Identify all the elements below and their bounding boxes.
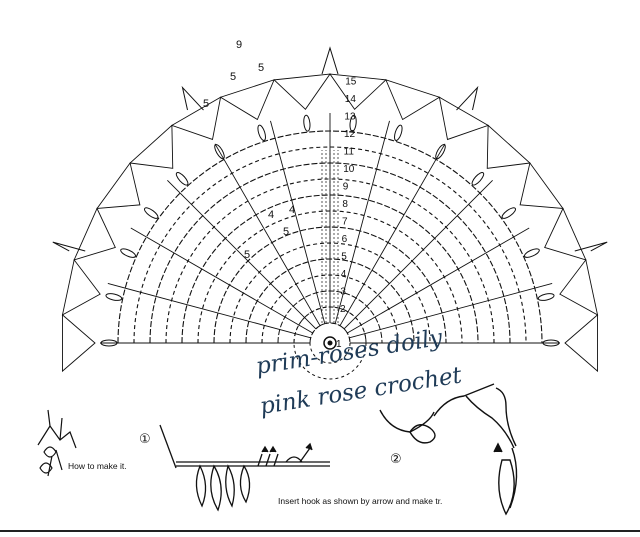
row-number: 8	[342, 199, 348, 210]
row-number: 15	[345, 77, 357, 88]
row-number: 5	[341, 252, 347, 263]
row-number: 2	[340, 304, 346, 315]
spoke	[339, 143, 446, 326]
net-loop	[61, 258, 101, 316]
petal	[501, 207, 517, 219]
petal	[175, 171, 189, 186]
motif-sample	[37, 409, 77, 477]
row-number: 7	[342, 217, 348, 228]
row-number: 4	[341, 269, 347, 280]
spoke	[334, 120, 390, 324]
row-number: 6	[342, 234, 348, 245]
net-loop	[129, 124, 174, 169]
inner-label: 5	[244, 249, 250, 261]
center-label: 1	[336, 339, 342, 350]
row-number: 13	[344, 112, 356, 123]
chart-labels: 4 4 5 5 9 5 5 5	[203, 39, 295, 261]
petal	[537, 293, 555, 301]
scallop-point	[574, 241, 608, 252]
net-loop	[544, 207, 587, 261]
round-arc	[133, 146, 527, 344]
round-arc	[165, 178, 495, 344]
how-to-caption: How to make it.	[68, 461, 127, 471]
step2-illustration	[379, 383, 518, 516]
petal	[435, 144, 446, 160]
round-arc	[213, 226, 447, 344]
spoke	[167, 180, 317, 330]
petal	[542, 339, 560, 347]
inner-label: 5	[283, 226, 289, 238]
petal	[523, 248, 540, 258]
step1-number: ①	[139, 432, 151, 447]
row-numbers: 2 3 4 5 6 7 8 9 10 11 12 13 14 15 1	[336, 77, 357, 351]
center-ring	[323, 336, 337, 350]
spoke	[343, 180, 493, 330]
spoke	[347, 227, 530, 334]
petal-label: 5	[258, 62, 264, 74]
inner-label: 4	[289, 204, 295, 216]
petal	[349, 114, 357, 132]
petal-label: 5	[230, 71, 236, 83]
net-loop	[62, 313, 96, 373]
spoke	[349, 283, 553, 339]
petal-label: 9	[236, 39, 242, 51]
inner-label: 4	[268, 209, 274, 221]
bottom-rule	[0, 530, 640, 532]
row-number: 14	[345, 94, 357, 105]
round-arc	[197, 210, 463, 344]
radial-spokes	[100, 113, 560, 344]
petal	[120, 248, 137, 258]
petal	[471, 171, 485, 186]
petal-label: 5	[203, 98, 209, 110]
row-number: 9	[343, 182, 349, 193]
scallop-point	[52, 241, 86, 252]
net-loop	[519, 161, 564, 210]
scallop-point	[181, 85, 204, 111]
net-loop	[96, 161, 141, 210]
net-loop	[170, 96, 222, 141]
petal	[214, 144, 225, 160]
net-loop	[385, 79, 441, 121]
spoke	[130, 227, 313, 334]
spoke	[214, 143, 321, 326]
petal	[394, 124, 403, 141]
net-loop	[329, 73, 387, 110]
net-loop	[564, 313, 598, 373]
row-number: 3	[340, 287, 346, 298]
step2-number: ②	[390, 452, 402, 467]
row-number: 12	[344, 129, 356, 140]
row-number: 11	[344, 147, 355, 158]
petal	[303, 114, 311, 132]
row-number: 10	[343, 164, 355, 175]
scallop-point	[456, 85, 479, 111]
step1-illustration	[159, 424, 330, 512]
net-loop	[219, 79, 275, 121]
petal-motifs	[52, 46, 608, 373]
petal	[100, 339, 118, 347]
net-loop	[273, 73, 331, 110]
net-loop	[486, 124, 531, 169]
petal	[105, 293, 123, 301]
insert-hook-caption: Insert hook as shown by arrow and make t…	[278, 496, 443, 506]
petal	[143, 207, 159, 219]
net-loop	[73, 207, 116, 261]
spoke	[270, 120, 326, 324]
net-loop	[559, 258, 599, 316]
net-loop	[438, 96, 490, 141]
petal	[257, 124, 266, 141]
scallop-point	[321, 46, 339, 75]
spoke	[107, 283, 311, 339]
